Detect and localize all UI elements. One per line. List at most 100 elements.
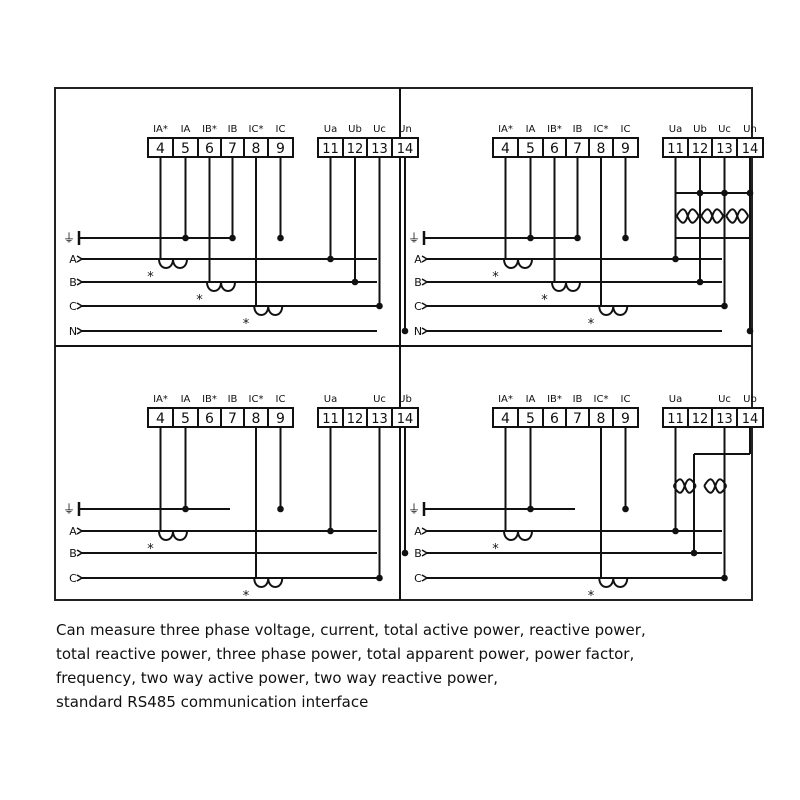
junction-dot [672, 255, 679, 263]
terminal-number: 8 [597, 411, 606, 427]
ct-polarity-mark: * [147, 270, 154, 285]
current-transformer [253, 577, 284, 588]
junction-dot [376, 302, 383, 310]
phase-label-a: A [414, 253, 422, 266]
current-label: IC* [594, 124, 609, 135]
potential-transformer [725, 208, 750, 224]
voltage-label: Uc [373, 394, 386, 405]
terminal-number: 11 [322, 142, 339, 157]
current-label: IC [276, 124, 286, 135]
current-label: IC* [594, 394, 609, 405]
ct-polarity-mark: * [541, 293, 548, 308]
phase-label-a: A [414, 525, 422, 538]
junction-dot [574, 234, 581, 242]
ct-polarity-mark: * [492, 270, 499, 285]
terminal-number: 11 [322, 412, 339, 427]
terminal-number: 6 [550, 411, 559, 427]
terminal-number: 4 [501, 141, 510, 157]
ct-polarity-mark: * [196, 293, 203, 308]
terminal-number: 7 [573, 141, 582, 157]
terminal-number: 14 [742, 412, 759, 427]
current-label: IC [621, 124, 631, 135]
terminal-number: 7 [228, 411, 237, 427]
voltage-label: Uc [373, 124, 386, 135]
current-label: IA [526, 124, 536, 135]
phase-label-c: C [414, 572, 422, 585]
terminal-number: 4 [156, 411, 165, 427]
phase-arrow [421, 278, 429, 286]
voltage-label: Ub [398, 394, 412, 405]
ct-polarity-mark: * [588, 317, 595, 332]
phase-arrow [76, 549, 84, 557]
junction-dot [401, 549, 409, 557]
current-label: IC* [249, 394, 264, 405]
current-transformer [598, 305, 629, 316]
current-label: IB [228, 124, 238, 135]
terminal-number: 6 [205, 411, 214, 427]
current-label: IB [573, 394, 583, 405]
current-label: IA* [153, 124, 168, 135]
junction-dot [690, 549, 698, 557]
potential-transformer [672, 478, 697, 494]
junction-dot [351, 278, 359, 286]
phase-label-n: N [69, 325, 77, 338]
phase-arrow [421, 302, 429, 310]
current-label: IA [526, 394, 536, 405]
caption-line-4: standard RS485 communication interface [56, 693, 369, 711]
terminal-number: 8 [252, 411, 261, 427]
junction-dot [696, 278, 704, 286]
terminal-number: 13 [716, 412, 733, 427]
current-label: IA* [498, 394, 513, 405]
junction-dot [182, 234, 189, 242]
terminal-number: 8 [597, 141, 606, 157]
potential-transformer [700, 208, 725, 224]
ground-icon: ⏚ [63, 502, 75, 516]
ground-icon: ⏚ [63, 231, 75, 245]
terminal-number: 5 [526, 141, 535, 157]
junction-dot [721, 302, 728, 310]
current-label: IB [228, 394, 238, 405]
junction-dot [622, 234, 629, 242]
diagram-frame [54, 87, 753, 601]
terminal-number: 4 [156, 141, 165, 157]
terminal-number: 5 [181, 411, 190, 427]
voltage-label: Ua [324, 394, 337, 405]
phase-label-a: A [69, 525, 77, 538]
terminal-number: 9 [621, 141, 630, 157]
junction-dot [527, 505, 534, 513]
voltage-label: Ub [348, 124, 362, 135]
terminal-number: 7 [573, 411, 582, 427]
phase-arrow [76, 327, 84, 335]
phase-arrow [76, 302, 84, 310]
current-label: IB* [547, 394, 562, 405]
junction-dot [182, 505, 189, 513]
phase-arrow [76, 527, 84, 535]
junction-dot [721, 189, 728, 197]
feature-caption: Can measure three phase voltage, current… [56, 618, 776, 714]
phase-label-a: A [69, 253, 77, 266]
junction-dot [527, 234, 534, 242]
current-label: IA* [153, 394, 168, 405]
ct-polarity-mark: * [243, 317, 250, 332]
phase-label-b: B [69, 276, 77, 289]
ground-icon: ⏚ [408, 231, 420, 245]
current-label: IA [181, 394, 191, 405]
voltage-label: Ua [669, 394, 682, 405]
junction-dot [376, 574, 383, 582]
junction-dot [746, 189, 754, 197]
phase-label-b: B [69, 547, 77, 560]
terminal-number: 12 [692, 142, 709, 157]
phase-label-b: B [414, 276, 422, 289]
terminal-number: 14 [397, 142, 414, 157]
terminal-number: 12 [347, 142, 364, 157]
phase-label-c: C [69, 572, 77, 585]
voltage-label: Ua [324, 124, 337, 135]
terminal-number: 12 [692, 412, 709, 427]
terminal-number: 14 [397, 412, 414, 427]
junction-dot [327, 255, 334, 263]
ct-polarity-mark: * [243, 589, 250, 604]
